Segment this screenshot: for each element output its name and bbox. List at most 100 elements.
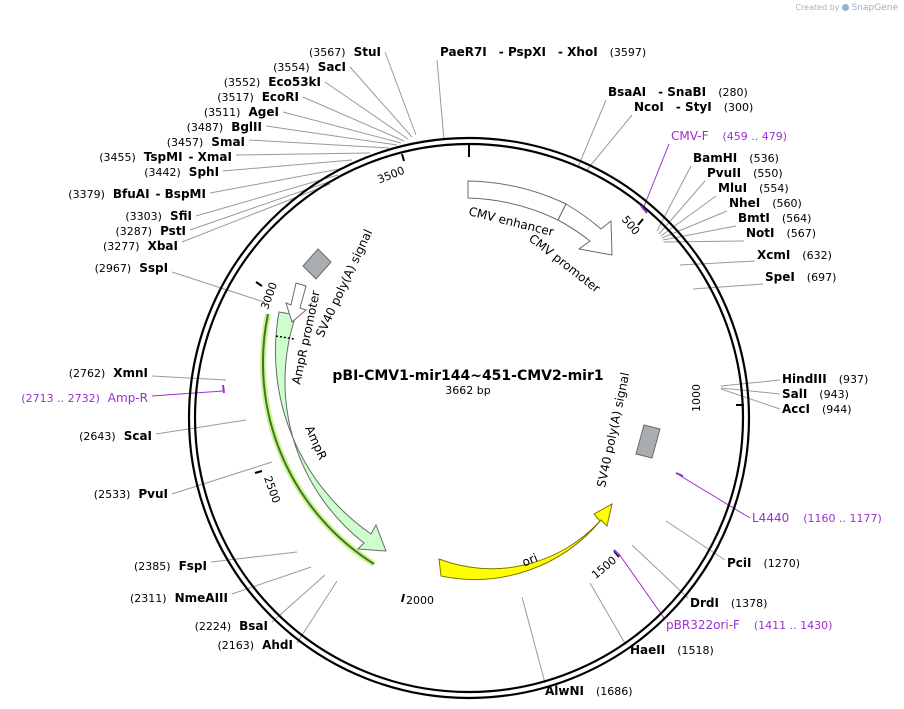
site-bfuai-name: BfuAI [113, 187, 150, 201]
site-eco53ki-pos: (3552) [224, 76, 261, 89]
site-bglii[interactable]: (3487)BglII [187, 120, 262, 134]
site-pcii-pos: (1270) [764, 557, 801, 570]
site-scai-pos: (2643) [79, 430, 116, 443]
ampr-dotted-marker [275, 335, 295, 340]
feature-ampr [274, 311, 387, 552]
primer-l4440-marker [675, 472, 684, 477]
leader-line-hindiii [720, 379, 781, 387]
primer-l4440[interactable]: L4440(1160 .. 1177) [752, 511, 882, 525]
tick-2000 [401, 593, 405, 603]
site-mlui[interactable]: MluI(554) [718, 181, 789, 195]
site-nhei-pos: (560) [772, 197, 802, 210]
site-ecori[interactable]: (3517)EcoRI [217, 90, 299, 104]
leader-line-smai [248, 139, 390, 149]
site-bsaai[interactable]: BsaAI- SnaBI(280) [608, 85, 748, 99]
primer-pbr322ori-f-label: pBR322ori-F [666, 618, 740, 632]
leader-line-pcii [665, 520, 726, 561]
site-spei[interactable]: SpeI (697) [765, 270, 836, 284]
site-xmni[interactable]: (2762)XmnI [69, 366, 148, 380]
credit-brand: SnapGene [851, 3, 898, 13]
snapgene-credit: Created by SnapGene [795, 3, 898, 13]
leader-line-paer7i [436, 59, 445, 141]
site-mlui-pos: (554) [759, 182, 789, 195]
tick-500 [637, 218, 644, 226]
site-pvuii[interactable]: PvuII(550) [707, 166, 783, 180]
site-pcii-name: PciI [727, 556, 752, 570]
site-acci[interactable]: AccI(944) [782, 402, 852, 416]
primer-cmv-f[interactable]: CMV-F(459 .. 479) [671, 129, 787, 143]
site-sphi[interactable]: (3442)SphI [144, 165, 219, 179]
site-ecori-name: EcoRI [262, 90, 299, 104]
site-sali[interactable]: SalI(943) [782, 387, 849, 401]
site-sspi-name: SspI [139, 261, 168, 275]
site-labels[interactable]: PaeR7I- PspXI- XhoI(3597) BsaAI- SnaBI(28… [21, 45, 881, 698]
leader-line-tspmi [235, 152, 371, 156]
site-noti-pos: (567) [787, 227, 817, 240]
leader-line-xmni [151, 375, 227, 381]
site-sfii[interactable]: (3303)SfiI [125, 209, 192, 223]
primer-amp-r[interactable]: (2713 .. 2732)Amp-R [21, 391, 148, 405]
site-bsai[interactable]: (2224)BsaI [195, 619, 268, 633]
site-sspi[interactable]: (2967)SspI [95, 261, 168, 275]
site-hindiii-pos: (937) [839, 373, 869, 386]
site-scai[interactable]: (2643)ScaI [79, 429, 152, 443]
site-bamhi[interactable]: BamHI(536) [693, 151, 779, 165]
site-bmti-name: BmtI [738, 211, 770, 225]
site-ncoi-extra-0: - StyI [676, 100, 712, 114]
site-xcmi[interactable]: XcmI(632) [757, 248, 832, 262]
tick-2500 [254, 470, 263, 474]
tick-3500 [401, 153, 405, 162]
site-alwni[interactable]: AlwNI(1686) [545, 684, 633, 698]
site-pcii[interactable]: PciI (1270) [727, 556, 800, 570]
primer-amp-r-leader [151, 390, 224, 397]
site-nmeaiii[interactable]: (2311)NmeAIII [130, 591, 228, 605]
site-paer7i[interactable]: PaeR7I- PspXI- XhoI(3597) [440, 45, 646, 59]
leader-line-bamhi [656, 165, 692, 232]
site-eco53ki-name: Eco53kI [268, 75, 321, 89]
site-bmti-pos: (564) [782, 212, 812, 225]
site-nhei[interactable]: NheI(560) [729, 196, 802, 210]
leader-line-ncoi [585, 114, 633, 172]
feature-sv40-polya-right-label: SV40 poly(A) signal [594, 371, 632, 489]
site-fspi[interactable]: (2385)FspI [134, 559, 207, 573]
site-paer7i-extra-0: - PspXI [499, 45, 546, 59]
site-xbai[interactable]: (3277) XbaI [103, 239, 178, 253]
primer-amp-r-marker [222, 384, 225, 394]
site-smai[interactable]: (3457)SmaI [167, 135, 245, 149]
site-ncoi[interactable]: NcoI- StyI(300) [634, 100, 753, 114]
site-saci-name: SacI [318, 60, 346, 74]
site-stui[interactable]: (3567)StuI [309, 45, 381, 59]
site-nmeaiii-name: NmeAIII [175, 591, 228, 605]
site-bmti[interactable]: BmtI (564) [738, 211, 811, 225]
site-ahdi[interactable]: (2163)AhdI [218, 638, 293, 652]
site-haeii[interactable]: HaeII(1518) [630, 643, 714, 657]
site-xbai-pos: (3277) [103, 240, 140, 253]
site-smai-name: SmaI [211, 135, 245, 149]
site-haeii-pos: (1518) [677, 644, 714, 657]
site-drdi[interactable]: DrdI(1378) [690, 596, 767, 610]
site-agei[interactable]: (3511)AgeI [204, 105, 279, 119]
site-spei-pos: (697) [807, 271, 837, 284]
site-paer7i-pos: (3597) [610, 46, 647, 59]
primer-cmv-f-marker [640, 205, 648, 214]
site-sali-name: SalI [782, 387, 807, 401]
site-bfuai-pos: (3379) [68, 188, 105, 201]
site-psti[interactable]: (3287)PstI [116, 224, 187, 238]
site-bfuai[interactable]: (3379)BfuAI- BspMI [68, 187, 206, 201]
site-saci[interactable]: (3554)SacI [273, 60, 346, 74]
leader-line-bsaai [577, 99, 607, 168]
site-hindiii[interactable]: HindIII(937) [782, 372, 868, 386]
leader-line-sphi [222, 159, 353, 172]
site-xbai-name: XbaI [148, 239, 178, 253]
feature-ampr-outline [261, 313, 375, 565]
site-noti[interactable]: NotI(567) [746, 226, 816, 240]
leader-line-pvui [171, 461, 273, 495]
site-spei-name: SpeI [765, 270, 795, 284]
site-tspmi[interactable]: (3455)TspMI- XmaI [99, 150, 232, 164]
primer-pbr322ori-f[interactable]: pBR322ori-F(1411 .. 1430) [666, 618, 832, 632]
site-tspmi-pos: (3455) [99, 151, 136, 164]
site-pvui[interactable]: (2533)PvuI [94, 487, 168, 501]
site-ncoi-pos: (300) [724, 101, 754, 114]
site-eco53ki[interactable]: (3552) Eco53kI [224, 75, 321, 89]
